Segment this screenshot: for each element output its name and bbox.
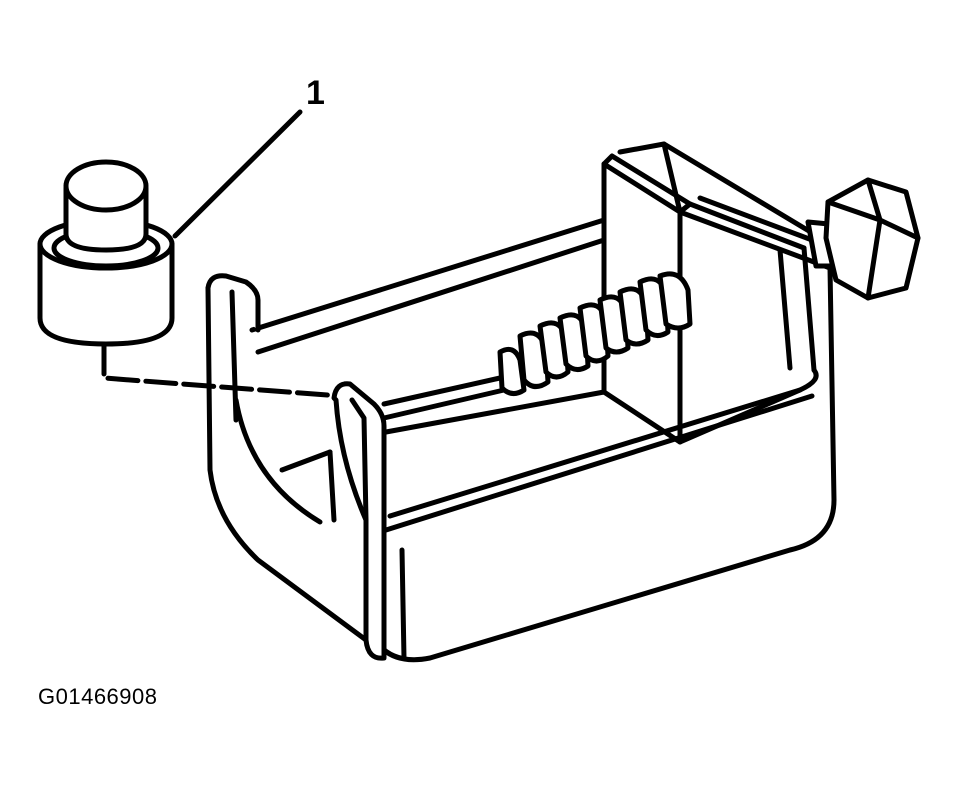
callout-leader-line [172, 109, 303, 239]
alignment-dashed-line [101, 341, 343, 399]
callout-number: 1 [306, 74, 325, 112]
forcing-screw [381, 271, 693, 421]
adapter-part [37, 159, 175, 347]
figure-id-label: G01466908 [38, 684, 158, 709]
hex-bolt-head [805, 177, 921, 301]
press-frame [205, 141, 837, 663]
